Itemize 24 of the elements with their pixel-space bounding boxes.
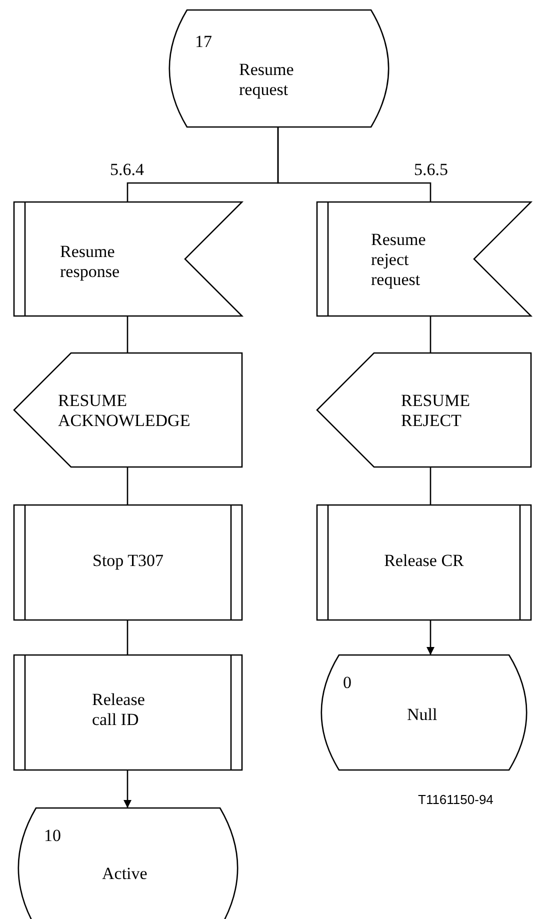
connector-line [126,620,128,655]
node-label: Stop T307 [91,551,164,571]
node-label: Resume response [60,242,120,282]
node-label: Resume request [239,60,295,100]
connector-line [430,467,432,505]
connector-line [277,127,432,202]
node-label: Null [407,705,438,725]
node-label: Resume reject request [371,230,427,290]
node-label: Release call ID [92,690,146,730]
state-number: 0 [343,673,352,693]
arrow [124,770,132,808]
figure-code: T1161150-94 [418,791,494,809]
node-label: Active [102,864,148,884]
connector-line [430,316,432,353]
connector-line [126,467,128,505]
section-reference: 5.6.4 [110,160,144,180]
connector-line [126,316,128,353]
state-number: 10 [44,826,62,846]
section-reference: 5.6.5 [414,160,448,180]
arrow [426,620,434,655]
state-number: 17 [195,32,213,52]
node-label: RESUME ACKNOWLEDGE [58,391,192,431]
node-label: RESUME REJECT [401,391,471,431]
node-label: Release CR [383,551,465,571]
